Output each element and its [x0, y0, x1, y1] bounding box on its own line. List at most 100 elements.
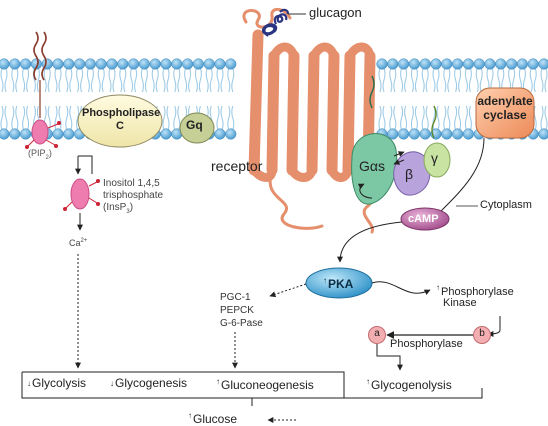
- lipid-tail: [468, 105, 472, 131]
- lipid-tail: [443, 67, 447, 93]
- lipid-head: [0, 128, 10, 140]
- lipid-tail: [378, 67, 382, 93]
- lipid-head: [63, 58, 75, 70]
- adenylate-cyclase-shape: [475, 87, 535, 139]
- lipid-head: [430, 58, 442, 70]
- gq-shape: [179, 112, 215, 144]
- lipid-head: [419, 128, 431, 140]
- lipid-tail: [231, 67, 235, 93]
- lipid-tail: [22, 105, 26, 131]
- lipid-head: [74, 58, 86, 70]
- lipid-tail: [432, 67, 436, 93]
- lipid-tail: [475, 67, 479, 93]
- lipid-head: [84, 58, 96, 70]
- lipid-tail: [4, 105, 8, 131]
- lipid-tail: [209, 67, 213, 93]
- lipid-head: [117, 58, 129, 70]
- glycogenolysis-label: ↑Glycogenolysis: [366, 377, 452, 392]
- lipid-head: [20, 58, 32, 70]
- lipid-head: [462, 58, 474, 70]
- glycolysis-label: ↓Glycolysis: [27, 376, 87, 390]
- lipid-head: [408, 58, 420, 70]
- lipid-tail: [177, 105, 181, 131]
- phosphorylase-b-label: b: [479, 328, 485, 339]
- lipid-tail: [436, 67, 440, 93]
- pip2-label: (PIP2): [28, 148, 52, 161]
- lipid-tail: [173, 67, 177, 93]
- glycogenesis-label: ↓Glycogenesis: [110, 376, 188, 390]
- lipid-head: [214, 128, 226, 140]
- lipid-tail: [220, 105, 224, 131]
- lipid-tail: [58, 105, 62, 131]
- lipid-head: [160, 128, 172, 140]
- lipid-head: [419, 58, 431, 70]
- lipid-tail: [544, 105, 548, 131]
- lipid-head: [138, 58, 150, 70]
- lipid-tail: [80, 67, 84, 93]
- insp3-label-line1: Inositol 1,4,5: [103, 178, 160, 189]
- lipid-head: [408, 128, 420, 140]
- lipid-tail: [101, 67, 105, 93]
- lipid-tail: [76, 105, 80, 131]
- lipid-tail: [425, 105, 429, 131]
- lipid-tail: [414, 67, 418, 93]
- lipid-tail: [231, 105, 235, 131]
- lipid-head: [225, 58, 237, 70]
- lipid-tail: [410, 105, 414, 131]
- lipid-tail: [69, 105, 73, 131]
- lipid-tail: [464, 105, 468, 131]
- lipid-tail: [544, 67, 548, 93]
- insp3-molecule: [63, 178, 100, 211]
- lipid-head: [225, 128, 237, 140]
- lipid-tail: [393, 105, 397, 131]
- lipid-head: [462, 128, 474, 140]
- lipid-tail: [155, 67, 159, 93]
- phospholipase-c-shape: [77, 94, 163, 148]
- lipid-tail: [389, 67, 393, 93]
- lipid-tail: [140, 67, 144, 93]
- lipid-tail: [410, 67, 414, 93]
- lipid-tail: [90, 67, 94, 93]
- lipid-tail: [404, 67, 408, 93]
- lipid-tail: [11, 67, 15, 93]
- phosphorylase-b-shape: [473, 326, 491, 344]
- lipid-head: [160, 58, 172, 70]
- lipid-tail: [0, 67, 4, 93]
- lipid-head: [52, 58, 64, 70]
- insp3-label-line2: trisphosphate: [103, 190, 164, 201]
- lipid-tail: [194, 67, 198, 93]
- pepck-label: PEPCK: [220, 305, 254, 316]
- gluconeogenesis-label: ↑Gluconeogenesis: [216, 377, 314, 392]
- lipid-head: [192, 58, 204, 70]
- adenylate-cyclase-label: adenylate cyclase: [477, 94, 533, 122]
- lipid-tail: [65, 105, 69, 131]
- lipid-head: [441, 58, 453, 70]
- lipid-tail: [382, 105, 386, 131]
- phosphorylase-kinase-label-1: ↑Phosphorylase: [436, 283, 514, 298]
- lipid-tail: [216, 105, 220, 131]
- lipid-head: [398, 128, 410, 140]
- lipid-head: [538, 128, 548, 140]
- lipid-head: [473, 58, 485, 70]
- cytoplasm-label: Cytoplasm: [480, 199, 532, 211]
- lipid-tail: [11, 105, 15, 131]
- lipid-head: [387, 58, 399, 70]
- lipid-tail: [177, 67, 181, 93]
- lipid-tail: [22, 67, 26, 93]
- lipid-tail: [425, 67, 429, 93]
- g-gamma-subunit: [423, 105, 451, 178]
- glucagon-receptor: [242, 8, 376, 234]
- lipid-tail: [479, 67, 483, 93]
- lipid-head: [398, 58, 410, 70]
- lipid-tail: [54, 105, 58, 131]
- lipid-head: [149, 58, 161, 70]
- camp-shape: [400, 207, 450, 231]
- lipid-tail: [4, 67, 8, 93]
- g-alpha-label: Gαs: [359, 158, 385, 174]
- lipid-tail: [15, 105, 19, 131]
- lipid-tail: [454, 105, 458, 131]
- glucagon-peptide: [261, 8, 306, 37]
- gq-label: Gq: [186, 118, 203, 132]
